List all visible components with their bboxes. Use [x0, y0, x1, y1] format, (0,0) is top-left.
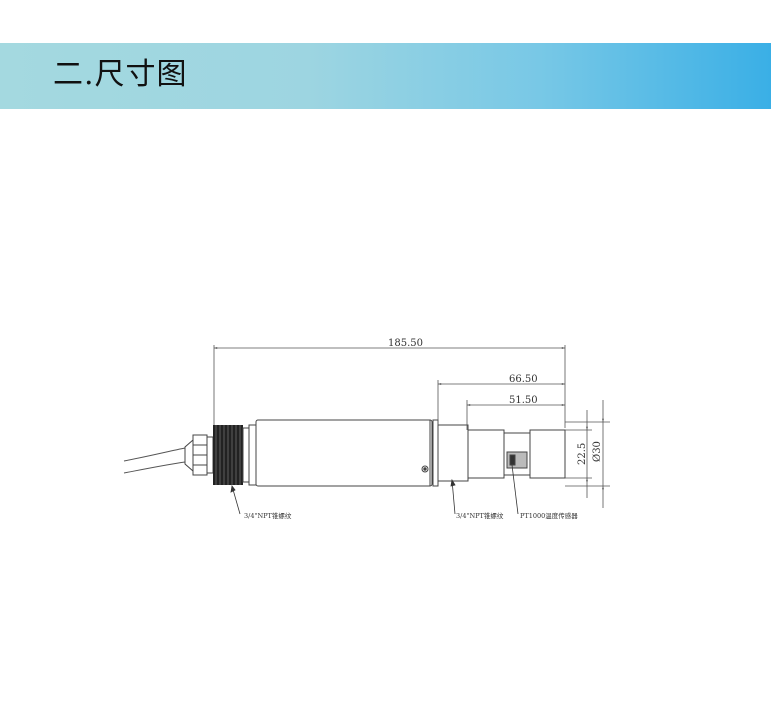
- main-body: [255, 419, 439, 487]
- dim-overall-length: 185.50: [388, 338, 423, 349]
- label-thread-left: 3/4"NPT锥螺纹: [244, 511, 292, 520]
- npt-thread-left: [213, 424, 260, 486]
- dimension-lines: [213, 345, 610, 508]
- dim-outer-diameter: Ø30: [592, 441, 603, 462]
- cable-gland: [184, 434, 214, 476]
- cable: [123, 447, 186, 474]
- section-title: 二.尺寸图: [53, 57, 188, 92]
- dim-tip-length: 66.50: [509, 374, 538, 385]
- dim-inner-diameter: 22.5: [577, 443, 588, 465]
- label-temp-sensor: PT1000温度传感器: [520, 511, 578, 520]
- process-connection: [437, 424, 505, 482]
- sensor-tip: [503, 429, 566, 479]
- leader-lines: [230, 464, 519, 515]
- section-banner: 二.尺寸图: [0, 43, 771, 109]
- dim-sensor-length: 51.50: [509, 395, 538, 406]
- label-thread-right: 3/4"NPT锥螺纹: [456, 511, 504, 520]
